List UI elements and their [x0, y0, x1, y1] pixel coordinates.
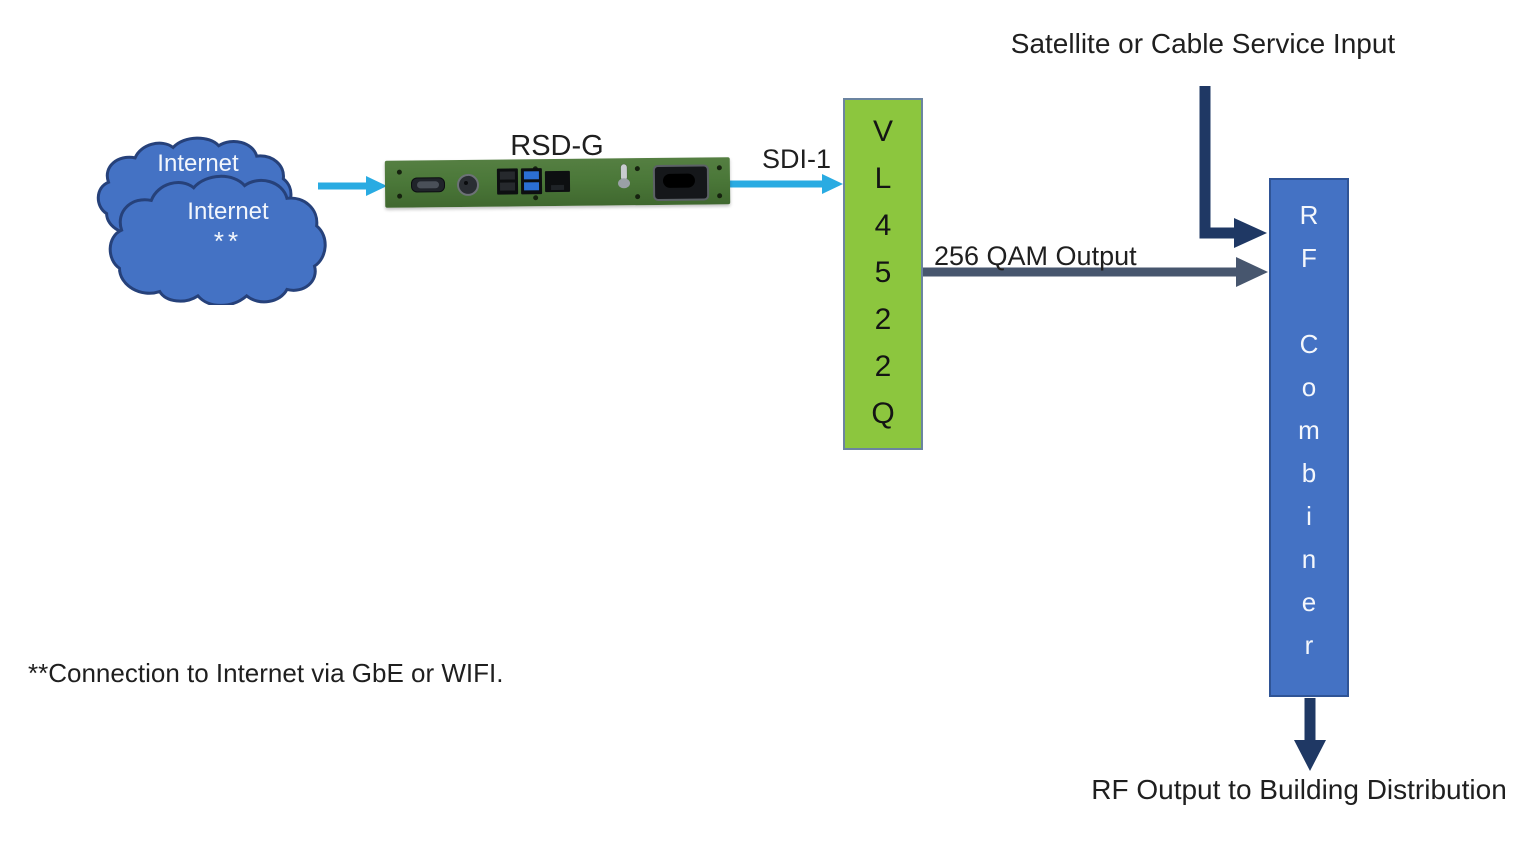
rf-output-label: RF Output to Building Distribution [1091, 774, 1507, 805]
vga-port-icon [410, 177, 446, 193]
vl4522q-label: V L 4 5 2 2 Q [871, 115, 895, 430]
device-label: RSD-G [510, 130, 604, 162]
rf-combiner-label: R F C o m b i n e r [1298, 200, 1320, 660]
internet-cloud-front [110, 176, 325, 305]
screw-icon [397, 193, 403, 199]
cloud1-label: Internet [157, 150, 239, 177]
rf-combiner-box: R F C o m b i n e r [1269, 178, 1349, 697]
screw-icon [717, 193, 723, 199]
usb3-ports-icon [520, 168, 543, 195]
rsd-g-device-image [384, 157, 731, 208]
usb-ports-icon [496, 168, 519, 195]
qam-output-label: 256 QAM Output [934, 241, 1137, 271]
cloud2-asterisks: ** [213, 226, 243, 256]
qam-output-arrow [923, 257, 1268, 287]
cloud2-label: Internet [187, 198, 269, 225]
footnote: **Connection to Internet via GbE or WIFI… [28, 658, 504, 688]
screw-icon [716, 165, 722, 171]
ethernet-port-icon [544, 170, 571, 193]
screw-icon [533, 195, 539, 201]
cloud-to-device-arrow [318, 176, 387, 196]
power-inlet-icon [652, 164, 710, 201]
satellite-input-arrow [1199, 86, 1267, 248]
screw-icon [396, 169, 402, 175]
internet-cloud-group [95, 133, 335, 305]
rf-output-arrow [1294, 698, 1326, 771]
screw-icon [634, 166, 640, 172]
screw-icon [635, 194, 641, 200]
device-to-modulator-arrow [728, 174, 843, 194]
satellite-input-label: Satellite or Cable Service Input [1010, 28, 1396, 59]
bnc-connector-icon [456, 173, 480, 197]
toggle-switch-icon [620, 164, 627, 181]
sdi-label: SDI-1 [762, 144, 832, 174]
vl4522q-box: V L 4 5 2 2 Q [843, 98, 923, 450]
